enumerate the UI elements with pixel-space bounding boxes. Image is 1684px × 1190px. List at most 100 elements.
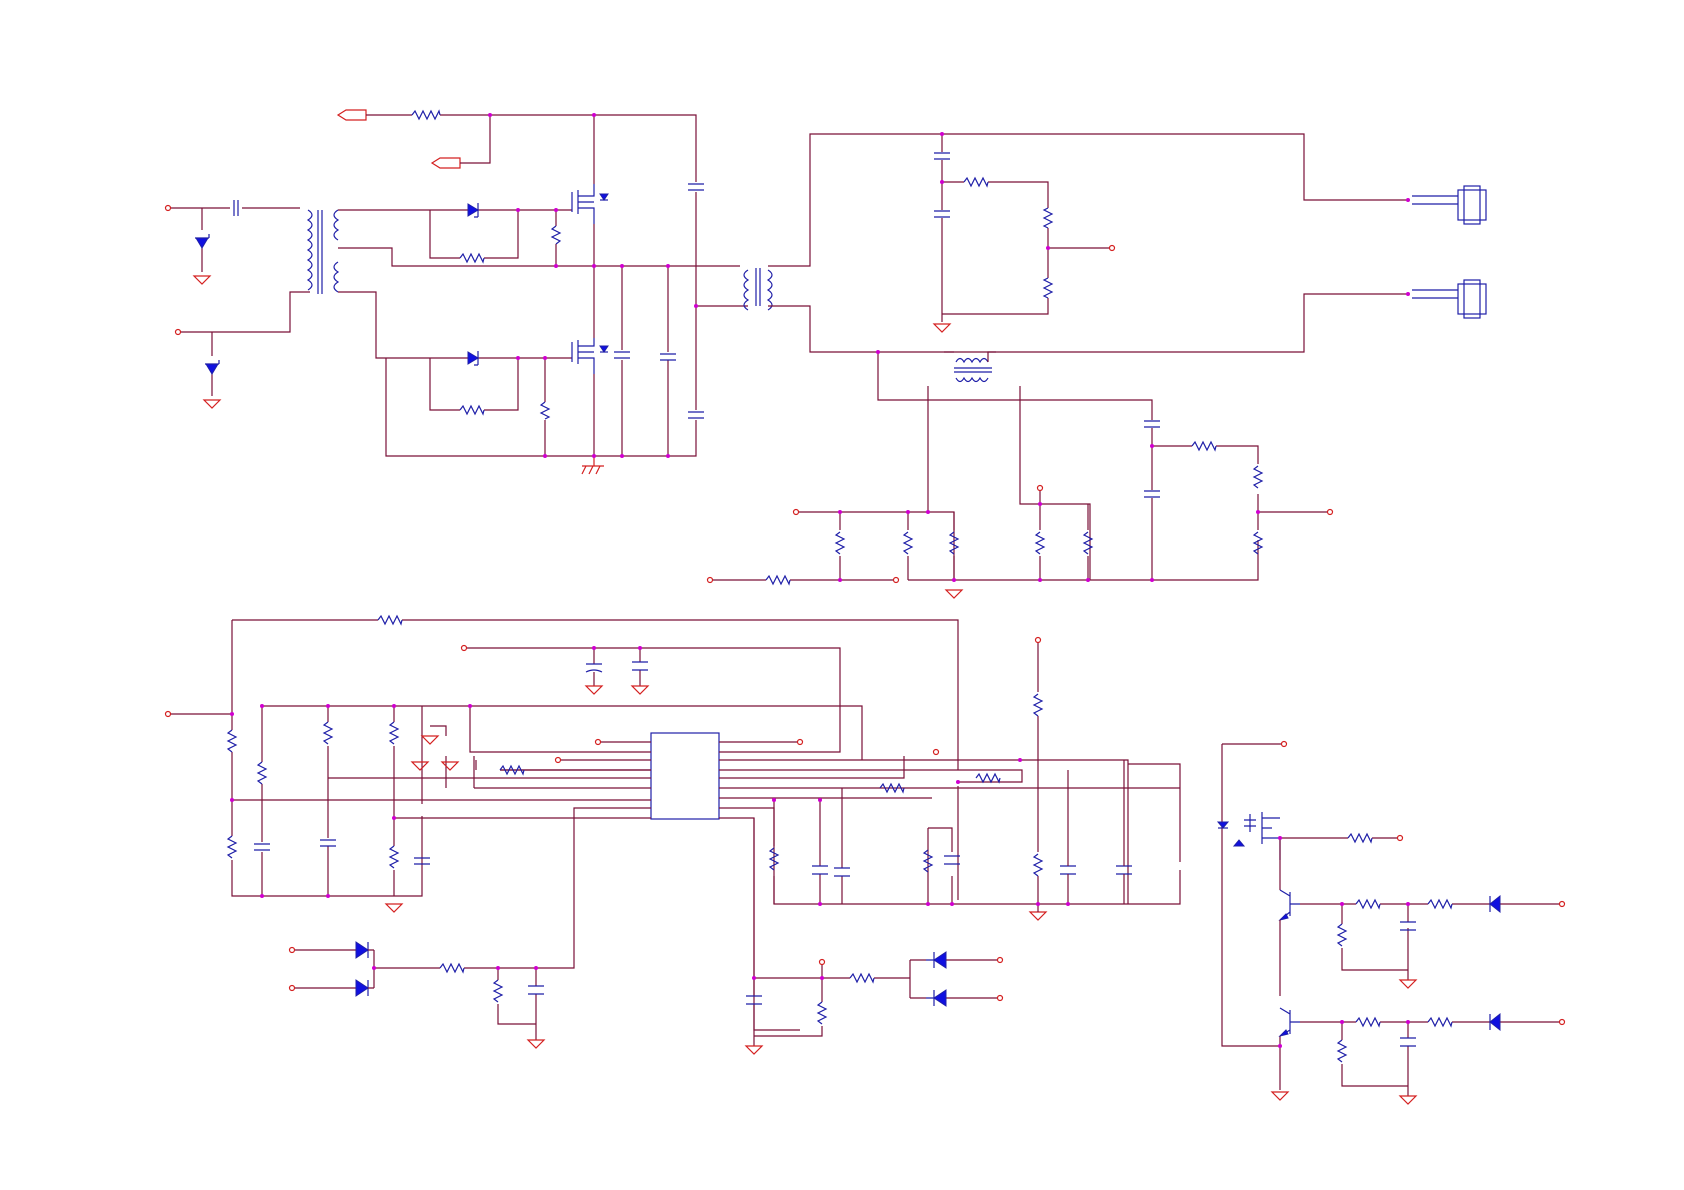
input-terminal[interactable] <box>176 330 181 335</box>
filter-capacitor <box>528 986 544 994</box>
connector[interactable] <box>1412 280 1486 318</box>
ground-symbol <box>194 276 210 284</box>
ground-symbol <box>442 762 458 770</box>
input-capacitor <box>234 200 238 216</box>
control-terminal[interactable] <box>596 740 601 745</box>
protection-terminal[interactable] <box>1398 836 1403 841</box>
protection-terminal[interactable] <box>1282 742 1287 747</box>
sense-resistor <box>1034 854 1042 876</box>
feedback-terminal[interactable] <box>1110 246 1115 251</box>
comp-capacitor <box>1060 866 1076 874</box>
bias-resistor <box>228 836 236 858</box>
control-terminal[interactable] <box>166 712 171 717</box>
bus-capacitor <box>660 354 676 360</box>
control-terminal[interactable] <box>998 958 1003 963</box>
decoupling-capacitor <box>632 662 648 670</box>
sense-terminal[interactable] <box>708 578 713 583</box>
control-terminal[interactable] <box>820 960 825 965</box>
sense-terminal[interactable] <box>894 578 899 583</box>
base-resistor <box>1356 900 1380 908</box>
ground-symbol <box>746 1046 762 1054</box>
ground-symbol <box>1030 912 1046 920</box>
sense-resistor <box>1254 466 1262 488</box>
sense-terminal[interactable] <box>1038 486 1043 491</box>
or-diode <box>356 942 368 958</box>
ground-symbol <box>934 324 950 332</box>
control-terminal[interactable] <box>998 996 1003 1001</box>
input-transformer-stage <box>166 200 561 408</box>
bias-resistor <box>324 722 332 744</box>
control-terminal[interactable] <box>290 986 295 991</box>
half-bridge-mosfet-stage <box>338 110 748 474</box>
filter-resistor <box>494 980 502 1002</box>
upper-bleed-resistor <box>552 226 560 244</box>
current-sense-stage <box>708 350 1333 598</box>
ground-symbol <box>632 686 648 694</box>
filter-capacitor <box>688 184 704 190</box>
control-terminal[interactable] <box>462 646 467 651</box>
controller-ic-stage <box>166 616 1181 1054</box>
signal-diode <box>1490 1014 1500 1030</box>
control-terminal[interactable] <box>290 948 295 953</box>
upper-mosfet[interactable] <box>572 184 608 224</box>
decoupling-capacitor <box>586 664 602 672</box>
input-resistor <box>766 576 790 584</box>
bias-resistor <box>228 730 236 752</box>
timing-capacitor <box>320 840 336 846</box>
comp-capacitor <box>834 868 850 876</box>
ground-symbol <box>946 590 962 598</box>
load-resistor <box>836 532 844 554</box>
bias-resistor <box>390 722 398 744</box>
filter-resistor <box>440 964 464 972</box>
upper-diode <box>468 203 478 217</box>
sense-terminal[interactable] <box>1328 510 1333 515</box>
lower-diode <box>468 351 478 365</box>
load-resistor <box>1084 532 1092 554</box>
sense-resistor <box>1192 442 1216 450</box>
lower-mosfet[interactable] <box>572 338 608 374</box>
output-flag <box>338 110 366 120</box>
npn-transistor[interactable] <box>1280 890 1300 920</box>
bias-resistor <box>390 846 398 868</box>
feedback-resistor <box>378 616 402 624</box>
upper-resistor <box>460 254 484 262</box>
timing-capacitor <box>254 844 270 850</box>
protection-terminal[interactable] <box>1560 1020 1565 1025</box>
ground-symbol <box>528 1040 544 1048</box>
divider-resistor <box>964 178 988 186</box>
ground-symbol <box>422 736 438 744</box>
bus-capacitor <box>614 352 630 358</box>
load-resistor <box>1036 532 1044 554</box>
protection-mosfet[interactable] <box>1218 812 1280 860</box>
input-terminal[interactable] <box>166 206 171 211</box>
protection-terminal[interactable] <box>1560 902 1565 907</box>
output-flag <box>432 158 460 168</box>
control-terminal[interactable] <box>798 740 803 745</box>
sense-resistor <box>1034 694 1042 716</box>
input-zener-diode-2 <box>205 360 219 374</box>
gate-resistor <box>412 111 440 119</box>
sense-capacitor <box>1144 491 1160 497</box>
output-resistor <box>976 774 1000 782</box>
filter-capacitor <box>1400 1038 1416 1046</box>
npn-transistor[interactable] <box>1280 1008 1300 1036</box>
filter-capacitor <box>688 412 704 418</box>
gate-resistor <box>1348 834 1372 842</box>
control-terminal[interactable] <box>934 750 939 755</box>
lower-bleed-resistor <box>541 402 549 419</box>
base-resistor <box>1428 1018 1452 1026</box>
sense-capacitor <box>1144 421 1160 427</box>
or-diode <box>926 990 946 1006</box>
base-resistor <box>1428 900 1452 908</box>
chassis-ground <box>582 456 604 474</box>
filter-resistor <box>818 1002 826 1024</box>
sense-terminal[interactable] <box>794 510 799 515</box>
control-terminal[interactable] <box>556 758 561 763</box>
controller-ic[interactable] <box>651 733 719 819</box>
output-transformer <box>744 268 772 310</box>
output-capacitor <box>934 153 950 159</box>
ground-symbol <box>586 686 602 694</box>
ground-symbol <box>1400 1096 1416 1104</box>
control-terminal[interactable] <box>1036 638 1041 643</box>
connector[interactable] <box>1412 186 1486 224</box>
